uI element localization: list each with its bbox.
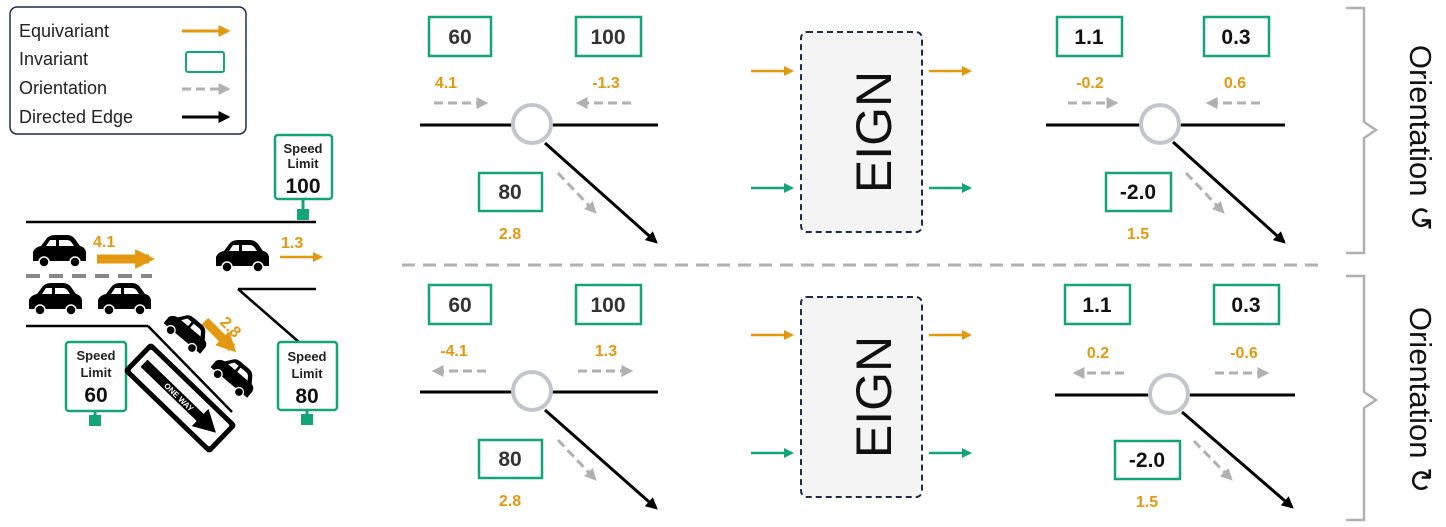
one-way-sign: ONE WAY	[124, 343, 236, 453]
ramp-edge-outer	[237, 288, 301, 344]
legend-box	[9, 6, 247, 135]
car-icon	[215, 239, 270, 273]
invariant-branch: 80	[498, 181, 521, 204]
speed-sign-60: Speed Limit 60	[64, 340, 128, 426]
equivariant-right: -1.3	[592, 75, 620, 92]
ramp-edge-inner	[147, 325, 233, 413]
legend-equivariant-label: Equivariant	[19, 21, 109, 41]
car-icon	[97, 282, 152, 316]
eign-model-box	[800, 296, 923, 498]
invariant-box-left	[427, 15, 493, 58]
node-circle	[1148, 373, 1190, 415]
output-invariant-right: 0.3	[1231, 294, 1260, 317]
invariant-box-right	[574, 283, 643, 326]
edge-branch	[544, 141, 658, 244]
speed-sign-80-limit: Limit	[291, 366, 323, 381]
speed-sign-80-value: 80	[295, 385, 318, 408]
output-invariant-left: 1.1	[1082, 294, 1112, 317]
legend-invariant-label: Invariant	[19, 49, 88, 69]
bracket-bottom	[1346, 274, 1379, 522]
speed-sign-60-speed: Speed	[76, 348, 115, 363]
orientation-label-top: Orientation ↺	[1403, 45, 1438, 231]
output-invariant-box-right	[1212, 283, 1281, 326]
legend-invariant-box	[185, 51, 225, 73]
output-invariant-right: 0.3	[1221, 26, 1250, 49]
legend: Equivariant Invariant Orientation Direct…	[9, 6, 247, 135]
orientation-arrow-branch	[1184, 171, 1225, 214]
speed-sign-80-speed: Speed	[287, 349, 326, 364]
equivariant-branch: 2.8	[499, 226, 521, 243]
orientation-arrow-branch	[556, 171, 597, 214]
equivariant-right: 1.3	[595, 343, 617, 360]
car-icon	[32, 234, 87, 268]
invariant-box-branch	[477, 171, 544, 213]
speed-sign-80: Speed Limit 80	[276, 340, 339, 425]
eign-model-label: EIGN	[846, 336, 902, 458]
eign-model-box	[800, 31, 923, 233]
equivariant-branch: 2.8	[499, 493, 521, 510]
legend-orientation-label: Orientation	[19, 78, 107, 98]
node-circle	[1139, 103, 1181, 145]
speed-sign-60-limit: Limit	[80, 365, 112, 380]
invariant-right: 100	[590, 26, 625, 49]
speed-sign-100-limit: Limit	[287, 156, 319, 171]
output-equivariant-right: 0.6	[1224, 75, 1246, 92]
invariant-box-right	[574, 15, 643, 58]
panel-top: 60 100 80 4.1 -1.3 2.8 EIGN 1.1 0.3 -2.0…	[420, 6, 1438, 255]
road-illustration: 4.1 1.3 2.8 Speed Limit 100 Speed Limit …	[26, 133, 339, 453]
flow-label-top-left: 4.1	[93, 234, 115, 251]
orientation-label-bottom: Orientation ↻	[1403, 307, 1438, 493]
output-invariant-box-right	[1202, 15, 1271, 58]
orientation-arrow-branch	[556, 438, 597, 481]
speed-sign-100-speed: Speed	[283, 141, 322, 156]
invariant-box-left	[427, 283, 493, 326]
invariant-box-branch	[477, 438, 544, 480]
panel-bottom: 60 100 80 -4.1 1.3 2.8 EIGN 1.1 0.3 -2.0…	[420, 274, 1438, 522]
output-invariant-box-branch	[1113, 439, 1182, 481]
equivariant-left: 4.1	[435, 75, 457, 92]
legend-directed-edge-label: Directed Edge	[19, 107, 133, 127]
eign-model-label: EIGN	[846, 71, 902, 193]
flow-label-top-right: 1.3	[281, 235, 303, 252]
output-invariant-branch: -2.0	[1129, 449, 1165, 472]
flow-arrow-ramp	[201, 317, 237, 353]
speed-sign-60-value: 60	[84, 384, 107, 407]
output-invariant-box-left	[1055, 15, 1124, 58]
invariant-left: 60	[448, 26, 471, 49]
node-circle	[511, 370, 553, 412]
output-equivariant-branch: 1.5	[1127, 226, 1149, 243]
invariant-left: 60	[448, 294, 471, 317]
node-circle	[511, 103, 553, 145]
car-icon	[28, 282, 83, 316]
output-invariant-branch: -2.0	[1120, 181, 1156, 204]
bracket-top	[1346, 6, 1379, 255]
orientation-arrow-branch	[1192, 439, 1233, 481]
output-equivariant-right: -0.6	[1230, 345, 1258, 362]
car-icon	[159, 304, 216, 359]
invariant-right: 100	[590, 294, 625, 317]
invariant-branch: 80	[498, 448, 521, 471]
output-equivariant-branch: 1.5	[1136, 494, 1158, 511]
output-equivariant-left: -0.2	[1076, 75, 1104, 92]
equivariant-left: -4.1	[440, 343, 468, 360]
speed-sign-100: Speed Limit 100	[273, 133, 334, 220]
edge-branch	[1171, 140, 1286, 244]
output-invariant-box-branch	[1104, 171, 1173, 213]
output-invariant-box-left	[1063, 283, 1132, 326]
edge-branch	[544, 408, 658, 510]
output-invariant-left: 1.1	[1074, 26, 1104, 49]
speed-sign-100-value: 100	[285, 175, 320, 198]
edge-branch	[1181, 410, 1294, 509]
output-equivariant-left: 0.2	[1087, 345, 1109, 362]
